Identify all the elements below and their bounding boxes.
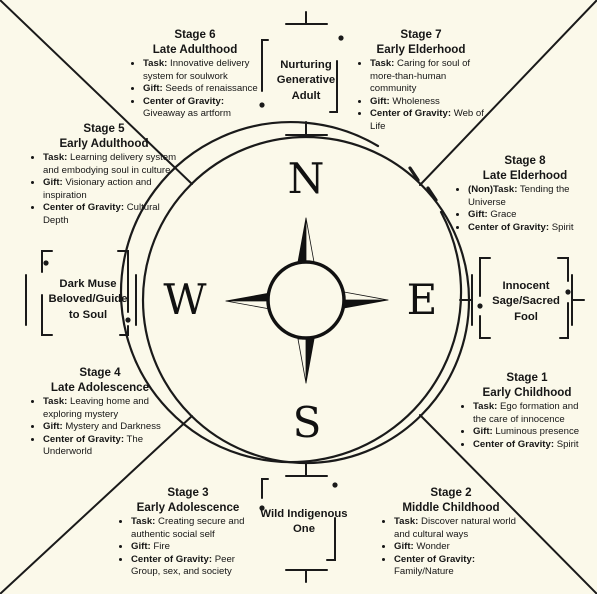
stage-task: Task: Learning delivery system and embod… (43, 152, 178, 177)
south-point-shade (297, 338, 307, 384)
stage-task: Task: Leaving home and exploring mystery (43, 396, 170, 421)
north-point-shade (305, 217, 315, 263)
east-point (343, 299, 389, 309)
archetype-west: Dark Muse Beloved/Guide to Soul (48, 278, 128, 321)
stage-center-of-gravity: Center of Gravity: Web of Life (370, 108, 485, 133)
stage-center-of-gravity: Center of Gravity: Family/Nature (394, 554, 521, 579)
stage-center-of-gravity: Center of Gravity: Cultural Depth (43, 202, 178, 227)
stage-8-block: Stage 8 Late Elderhood (Non)Task: Tendin… (455, 154, 595, 234)
stage-phase: Early Childhood (482, 385, 572, 399)
diagonal-sw (0, 415, 193, 594)
stage-center-of-gravity: Center of Gravity: Giveaway as artform (143, 96, 260, 121)
compass-hub (266, 260, 346, 340)
stage-gift: Gift: Wholeness (370, 96, 485, 109)
stage-gift: Gift: Visionary action and inspiration (43, 177, 178, 202)
compass-inner-arc (119, 121, 463, 464)
stage-task: (Non)Task: Tending the Universe (468, 184, 595, 209)
stage-task: Task: Ego formation and the care of inno… (473, 401, 594, 426)
stage-task: Task: Caring for soul of more-than-human… (370, 58, 485, 96)
diagonal-ne (419, 0, 597, 186)
stage-number: Stage 7 (400, 28, 442, 41)
direction-south: S (292, 398, 322, 447)
stage-task: Task: Discover natural world and cultura… (394, 516, 521, 541)
stage-phase: Early Adolescence (136, 500, 240, 514)
direction-north: N (287, 154, 325, 203)
stage-gift: Gift: Mystery and Darkness (43, 421, 170, 434)
stage-center-of-gravity: Center of Gravity: Spirit (468, 222, 595, 235)
stage-7-block: Stage 7 Early Elderhood Task: Caring for… (357, 28, 485, 134)
stage-phase: Middle Childhood (402, 500, 500, 514)
stage-number: Stage 2 (430, 486, 472, 499)
stage-number: Stage 6 (174, 28, 216, 41)
stage-1-block: Stage 1 Early Childhood Task: Ego format… (460, 371, 594, 451)
stage-center-of-gravity: Center of Gravity: The Underworld (43, 434, 170, 459)
stage-gift: Gift: Wonder (394, 541, 521, 554)
archetype-south: Wild Indigenous One (260, 508, 348, 536)
stage-center-of-gravity: Center of Gravity: Spirit (473, 439, 594, 452)
stage-phase: Late Adulthood (152, 42, 238, 56)
diagonal-se (419, 414, 597, 594)
stage-task: Task: Innovative delivery system for sou… (143, 58, 260, 83)
archetype-east: Innocent Sage/Sacred Fool (492, 280, 560, 323)
stage-number: Stage 4 (79, 366, 121, 379)
arc-dash (408, 166, 420, 182)
stage-5-block: Stage 5 Early Adulthood Task: Learning d… (30, 122, 178, 228)
archetype-north: Nurturing Generative Adult (276, 59, 336, 102)
stage-4-block: Stage 4 Late Adolescence Task: Leaving h… (30, 366, 170, 459)
diagonal-nw (0, 0, 193, 185)
stage-gift: Gift: Grace (468, 209, 595, 222)
stage-phase: Late Adolescence (50, 380, 150, 394)
direction-east: E (406, 275, 438, 324)
west-point-shade (225, 300, 271, 310)
stage-number: Stage 8 (504, 154, 546, 167)
west-point (225, 292, 271, 302)
stage-gift: Gift: Seeds of renaissance (143, 83, 260, 96)
stage-number: Stage 5 (83, 122, 125, 135)
stage-phase: Early Adulthood (59, 136, 149, 150)
stage-center-of-gravity: Center of Gravity: Peer Group, sex, and … (131, 554, 258, 579)
stage-6-block: Stage 6 Late Adulthood Task: Innovative … (130, 28, 260, 121)
stage-gift: Gift: Luminous presence (473, 426, 594, 439)
north-point (297, 217, 307, 263)
stage-task: Task: Creating secure and authentic soci… (131, 516, 258, 541)
east-point-shade (343, 291, 389, 301)
stage-phase: Late Elderhood (482, 168, 568, 182)
stage-3-block: Stage 3 Early Adolescence Task: Creating… (118, 486, 258, 579)
stage-number: Stage 1 (506, 371, 548, 384)
stage-phase: Early Elderhood (376, 42, 466, 56)
stage-gift: Gift: Fire (131, 541, 258, 554)
direction-west: W (163, 275, 207, 324)
arc-dash (426, 186, 438, 202)
stage-number: Stage 3 (167, 486, 209, 499)
stage-2-block: Stage 2 Middle Childhood Task: Discover … (381, 486, 521, 579)
south-point (305, 338, 315, 384)
